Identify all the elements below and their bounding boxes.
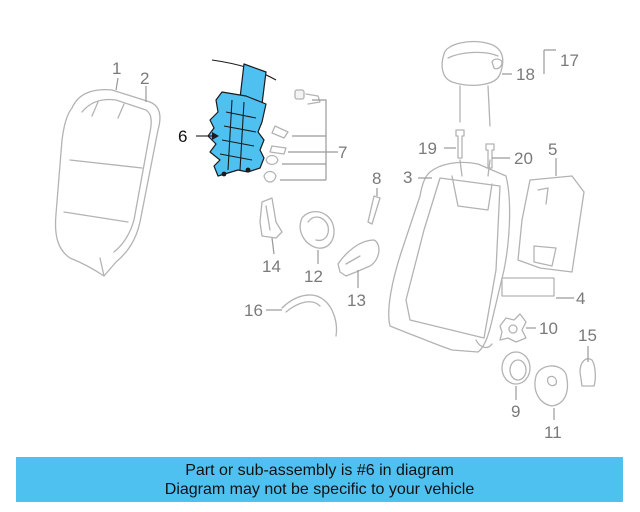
callout-3: 3	[403, 168, 412, 187]
callout-6: 6	[178, 127, 187, 146]
back-panel	[517, 175, 585, 273]
fastener-clips	[263, 89, 338, 183]
callout-17: 17	[560, 51, 579, 70]
callout-19: 19	[418, 139, 437, 158]
callout-16: 16	[244, 301, 263, 320]
callout-11: 11	[544, 423, 562, 442]
seat-heater-pad	[207, 59, 277, 177]
caption-line-2: Diagram may not be specific to your vehi…	[164, 480, 475, 498]
callout-20: 20	[514, 149, 533, 168]
callout-18: 18	[516, 65, 535, 84]
callout-7: 7	[338, 143, 347, 162]
cable-part	[281, 294, 338, 337]
caption-banner: Part or sub-assembly is #6 in diagram Di…	[16, 457, 623, 502]
knob-part	[501, 351, 531, 385]
callout-4: 4	[576, 289, 585, 308]
callout-9: 9	[511, 402, 520, 421]
leader-lines	[115, 49, 589, 420]
callout-5: 5	[548, 140, 557, 159]
small-cap	[579, 358, 596, 387]
callout-8: 8	[372, 169, 381, 188]
callout-12: 12	[304, 267, 323, 286]
round-cover-part	[299, 211, 335, 249]
cover-cap	[534, 365, 569, 407]
trim-strip	[501, 277, 555, 297]
callout-10: 10	[539, 319, 558, 338]
caption-line-1: Part or sub-assembly is #6 in diagram	[185, 461, 454, 479]
gear-knob	[499, 313, 527, 343]
callout-13: 13	[347, 291, 366, 310]
seat-back-frame	[388, 159, 511, 353]
callout-labels: 1 2 3 4 5 6 7 8 9 10 11 12 13 14 15 16 1…	[112, 51, 597, 442]
seat-back-cover	[54, 88, 161, 277]
headrest-guides	[455, 129, 495, 169]
headrest	[441, 40, 504, 127]
callout-14: 14	[262, 257, 281, 276]
callout-15: 15	[578, 326, 597, 345]
bracket-part	[259, 197, 283, 239]
rod-part	[367, 195, 381, 225]
lever-part	[337, 239, 380, 277]
callout-2: 2	[140, 69, 149, 88]
callout-1: 1	[112, 59, 121, 78]
